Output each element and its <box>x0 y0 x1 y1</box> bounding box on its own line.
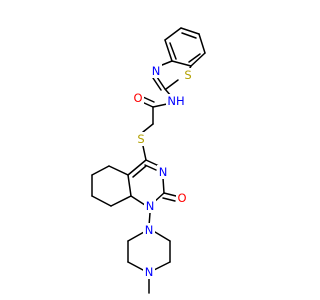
atom-nh: NH <box>166 94 186 108</box>
bond <box>154 231 171 242</box>
bond <box>180 27 200 35</box>
atom-label: NH <box>167 94 184 108</box>
bond <box>162 197 176 202</box>
bond <box>190 52 206 67</box>
molecule-structure: S N NH O S N O N <box>91 27 206 294</box>
bond <box>153 261 171 271</box>
bond <box>110 195 132 207</box>
atom-n-piperazine-top: N <box>143 223 155 237</box>
atom-o-ketone: O <box>176 191 188 205</box>
bond <box>127 261 144 271</box>
bond <box>152 103 168 108</box>
bond <box>162 177 165 194</box>
bond <box>132 165 147 178</box>
bond <box>169 42 177 60</box>
bond <box>164 39 173 62</box>
atom-s-thioether: S <box>135 132 147 146</box>
atom-label: O <box>177 191 186 205</box>
atom-label: N <box>145 223 154 237</box>
atom-n1: N <box>144 199 156 213</box>
bond <box>164 27 182 41</box>
bond <box>198 33 206 54</box>
atom-n3: N <box>157 165 169 179</box>
bond <box>152 77 162 91</box>
bond <box>127 159 147 176</box>
bond <box>91 195 112 207</box>
bonds <box>91 27 206 294</box>
bond <box>91 165 110 176</box>
bond <box>142 145 147 161</box>
bond <box>142 123 154 133</box>
bond <box>163 192 177 197</box>
bond <box>142 96 155 103</box>
atom-label: O <box>133 91 142 105</box>
bond <box>171 60 192 67</box>
bond <box>144 164 157 171</box>
bond <box>127 174 132 197</box>
bond <box>108 165 129 176</box>
bond <box>145 159 160 167</box>
atom-n-thiazole: N <box>150 64 162 78</box>
bond <box>156 76 166 90</box>
bond <box>165 79 179 90</box>
atom-label: S <box>137 132 144 146</box>
atom-n-piperazine-bottom: N <box>143 265 155 279</box>
bond <box>188 53 201 63</box>
bond <box>127 231 145 242</box>
atom-label: N <box>152 64 161 78</box>
atom-o-amide: O <box>132 91 144 105</box>
atom-label: N <box>145 265 154 279</box>
atom-label: N <box>159 165 168 179</box>
bond <box>181 32 197 39</box>
atom-s-thiazole: S <box>182 68 194 82</box>
atom-label: S <box>184 68 191 82</box>
atom-labels: S N NH O S N O N <box>132 64 194 279</box>
atom-label: N <box>146 199 155 213</box>
